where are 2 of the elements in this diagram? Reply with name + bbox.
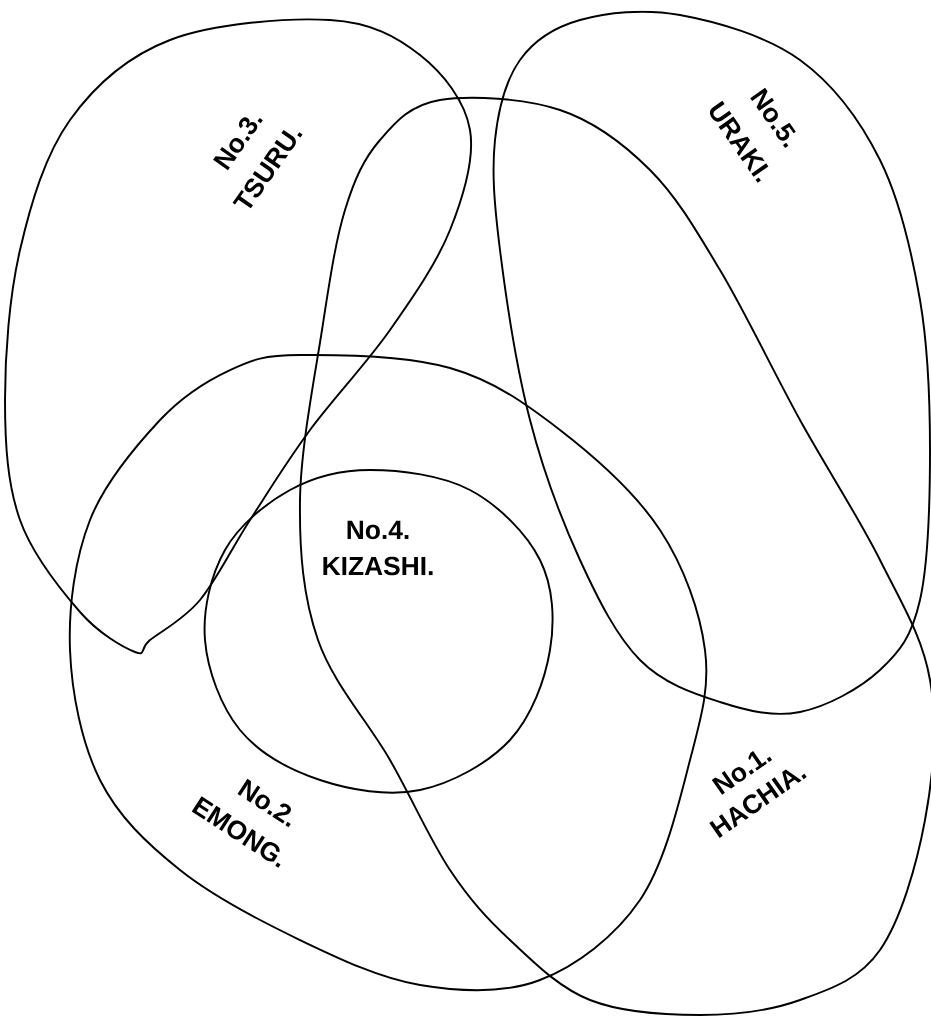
number-label: No.4. <box>347 520 409 540</box>
variety-name: KIZASHI. <box>323 556 433 576</box>
